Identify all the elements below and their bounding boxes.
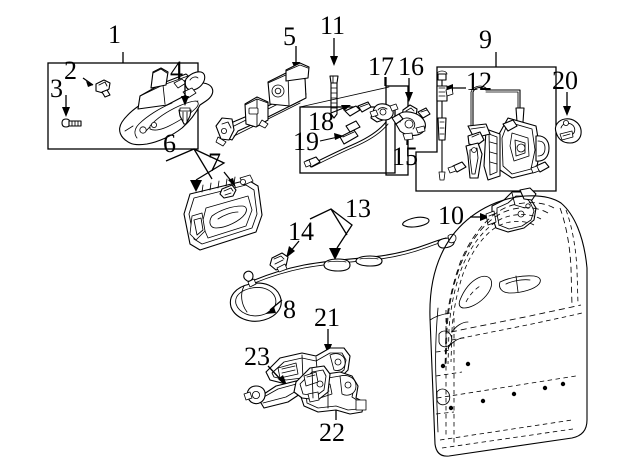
outside-door-handle-part	[119, 67, 214, 146]
part-5-handle-bracket	[215, 46, 310, 147]
callout-label-6: 6	[163, 129, 176, 158]
callout-label-17: 17	[368, 52, 394, 81]
callout-label-15: 15	[392, 142, 418, 171]
callout-label-1: 1	[108, 20, 121, 49]
callout-label-21: 21	[314, 303, 340, 332]
part-4-spring-clip	[178, 80, 192, 125]
callout-label-4: 4	[170, 56, 183, 85]
part-3-handle-screw	[61, 95, 82, 128]
callout-label-14: 14	[288, 217, 314, 246]
callout-label-19: 19	[293, 127, 319, 156]
callout-label-8: 8	[283, 295, 296, 324]
callout-label-2: 2	[64, 56, 77, 85]
part-12-actuator-rod	[436, 70, 466, 181]
callout-label-20: 20	[552, 66, 578, 95]
callout-label-16: 16	[398, 52, 424, 81]
part-14-cable-clip	[269, 240, 300, 273]
group-box-9	[415, 52, 557, 192]
part-23-door-check	[243, 365, 331, 409]
part-17-rod-joint	[369, 77, 399, 121]
callout-label-13: 13	[345, 194, 371, 223]
callout-label-11: 11	[320, 11, 346, 40]
part-15-key-cylinder	[391, 107, 431, 145]
callout-label-7: 7	[208, 148, 221, 177]
front-door-shell	[402, 195, 588, 457]
part-13-release-cable	[243, 208, 457, 288]
callout-label-12: 12	[466, 67, 492, 96]
part-11-lock-rod-screw	[329, 38, 339, 119]
part-20-lock-knob	[554, 92, 582, 144]
part-2-handle-clip	[82, 77, 111, 98]
part-9-latch-assembly	[447, 85, 550, 181]
part-10-door-striker	[470, 187, 537, 233]
callout-label-23: 23	[244, 342, 270, 371]
callout-label-10: 10	[438, 201, 464, 230]
callout-label-22: 22	[319, 418, 345, 447]
part-8-handle-cover	[229, 282, 283, 322]
callout-label-9: 9	[479, 25, 492, 54]
callout-label-5: 5	[283, 22, 296, 51]
part-6-inside-handle	[165, 148, 263, 251]
part-7-inside-handle-clip	[219, 171, 237, 199]
callout-label-18: 18	[308, 107, 334, 136]
callout-label-3: 3	[50, 74, 63, 103]
